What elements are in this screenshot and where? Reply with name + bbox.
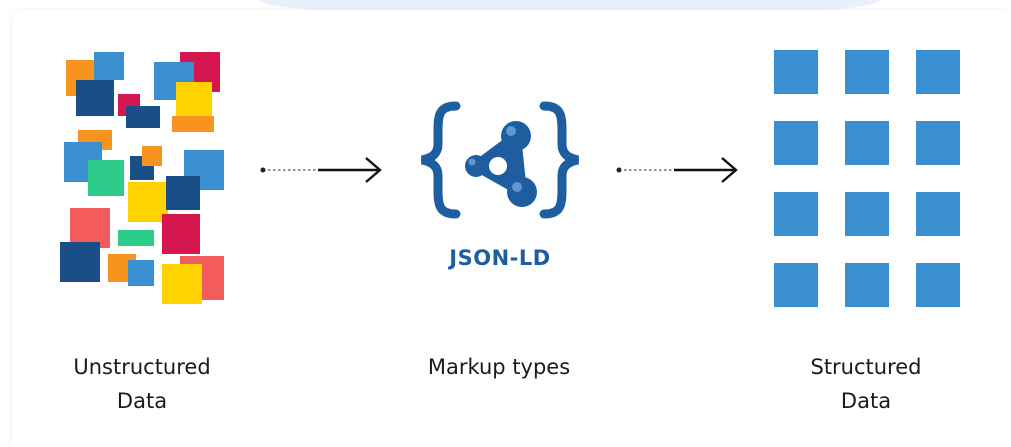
mosaic-square	[88, 160, 124, 196]
grid-square	[845, 50, 889, 94]
grid-square	[774, 192, 818, 236]
grid-square	[845, 263, 889, 307]
unstructured-mosaic-icon	[58, 50, 228, 310]
dotted-arrow-right-icon	[616, 157, 738, 183]
mosaic-square	[70, 208, 110, 248]
mosaic-square	[162, 264, 202, 304]
mosaic-square	[166, 176, 200, 210]
grid-square	[774, 263, 818, 307]
caption-line: Unstructured	[73, 355, 211, 379]
grid-square	[916, 121, 960, 165]
mosaic-square	[172, 116, 214, 132]
mosaic-square	[76, 80, 114, 116]
json-ld-label: JSON-LD	[449, 246, 551, 270]
mosaic-square	[60, 242, 100, 282]
caption-line: Data	[116, 389, 168, 413]
grid-square	[774, 121, 818, 165]
mosaic-square	[128, 260, 154, 286]
grid-square	[916, 192, 960, 236]
structured-grid-icon	[774, 50, 962, 308]
caption-line: Data	[840, 389, 892, 413]
unstructured-data-caption: Unstructured Data	[22, 350, 262, 418]
grid-square	[916, 263, 960, 307]
grid-square	[845, 121, 889, 165]
mosaic-square	[128, 182, 168, 222]
mosaic-square	[176, 82, 212, 116]
mosaic-square	[126, 106, 160, 128]
markup-types-caption: Markup types	[379, 350, 619, 384]
caption-line: Markup types	[427, 355, 571, 379]
mosaic-square	[94, 52, 124, 80]
grid-square	[845, 192, 889, 236]
json-ld-logo-icon	[420, 101, 580, 219]
grid-square	[774, 50, 818, 94]
mosaic-square	[142, 146, 162, 166]
mosaic-square	[118, 230, 154, 246]
structured-data-caption: Structured Data	[746, 350, 986, 418]
mosaic-square	[162, 214, 200, 254]
dotted-arrow-right-icon	[260, 157, 382, 183]
grid-square	[916, 50, 960, 94]
caption-line: Structured	[810, 355, 922, 379]
